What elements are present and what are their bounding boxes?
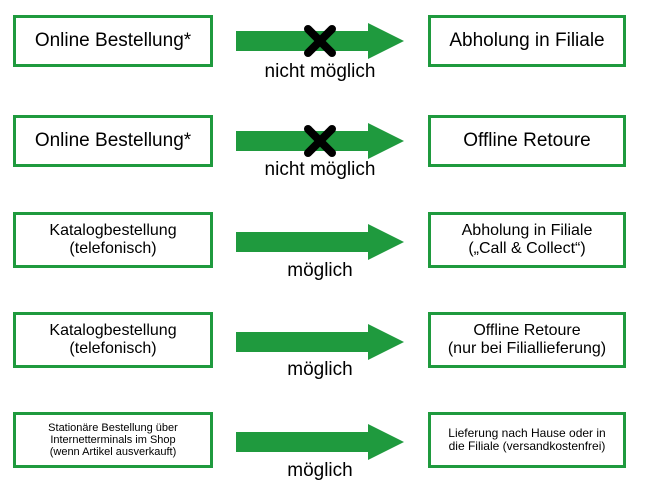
source-box: Online Bestellung*: [13, 15, 213, 67]
flow-row: Online Bestellung* nicht möglich Abholun…: [0, 15, 648, 82]
source-label-line: Katalogbestellung: [49, 222, 177, 240]
target-label-line: Lieferung nach Hause oder in: [448, 425, 606, 440]
source-box: Katalogbestellung (telefonisch): [13, 312, 213, 368]
source-label-line: (wenn Artikel ausverkauft): [49, 446, 177, 459]
target-label-line: (nur bei Filiallieferung): [447, 340, 607, 357]
target-label: Offline Retoure: [463, 130, 591, 152]
status-label: möglich: [287, 260, 353, 281]
status-label: möglich: [287, 359, 353, 380]
source-label: Online Bestellung*: [34, 130, 192, 152]
source-label-line: Stationäre Bestellung über: [48, 421, 178, 434]
source-label-line: (telefonisch): [69, 240, 157, 257]
flow-row: Stationäre Bestellung über Internettermi…: [0, 412, 648, 484]
source-label: Online Bestellung*: [34, 30, 192, 52]
target-box: Offline Retoure: [428, 115, 626, 167]
target-box: Offline Retoure (nur bei Filiallieferung…: [428, 312, 626, 368]
target-box: Lieferung nach Hause oder in die Filiale…: [428, 412, 626, 468]
source-box: Katalogbestellung (telefonisch): [13, 212, 213, 268]
source-label-line: Internetterminals im Shop: [50, 433, 176, 446]
status-label: nicht möglich: [264, 159, 376, 180]
target-label: Abholung in Filiale: [449, 30, 605, 52]
target-label-line: Abholung in Filiale: [461, 222, 593, 240]
source-label-line: (telefonisch): [69, 340, 157, 357]
source-label-line: Katalogbestellung: [49, 322, 177, 340]
cross-icon: [304, 25, 336, 57]
status-label: nicht möglich: [264, 61, 376, 82]
arrow-icon: [236, 424, 404, 460]
arrow-icon: [236, 324, 404, 360]
source-box: Stationäre Bestellung über Internettermi…: [13, 412, 213, 468]
target-label-line: („Call & Collect“): [468, 240, 586, 257]
source-box: Online Bestellung*: [13, 115, 213, 167]
target-box: Abholung in Filiale: [428, 15, 626, 67]
status-label: möglich: [287, 460, 353, 481]
flow-row: Katalogbestellung (telefonisch) möglich …: [0, 212, 648, 282]
target-label-line: Offline Retoure: [473, 322, 581, 340]
arrow-icon: [236, 224, 404, 260]
target-label-line: die Filiale (versandkostenfrei): [448, 439, 606, 453]
target-box: Abholung in Filiale („Call & Collect“): [428, 212, 626, 268]
cross-icon: [304, 125, 336, 157]
flow-row: Online Bestellung* nicht möglich Offline…: [0, 115, 648, 185]
flow-row: Katalogbestellung (telefonisch) möglich …: [0, 312, 648, 382]
